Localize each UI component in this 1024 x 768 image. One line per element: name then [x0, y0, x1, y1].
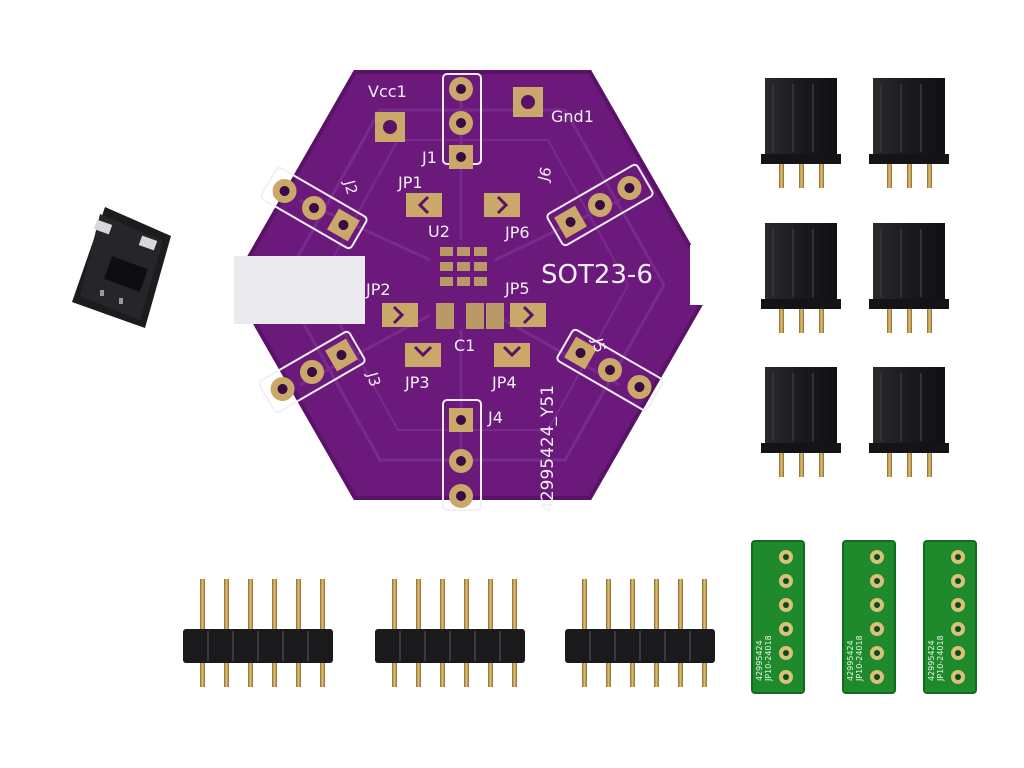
adapter-board-label: JP10-24018 [855, 635, 864, 682]
j1-pads [442, 73, 482, 169]
label-c1: C1 [454, 336, 475, 355]
female-header [761, 367, 841, 477]
jumper-jp3 [405, 343, 441, 367]
female-header [761, 223, 841, 333]
label-jp1: JP1 [397, 173, 423, 192]
label-j1: J1 [421, 148, 437, 167]
label-package: SOT23-6 [541, 260, 653, 290]
male-header-strip [565, 579, 715, 687]
jumper-jp1 [406, 193, 442, 217]
female-headers [761, 78, 949, 477]
label-board-id: 42995424_Y51 [538, 385, 558, 512]
u2-footprint [440, 247, 487, 286]
gnd-pad [513, 87, 543, 117]
label-j3: J3 [363, 369, 384, 388]
c1-footprint [436, 303, 504, 329]
j3-pads [258, 330, 366, 414]
j6-pads [546, 163, 654, 247]
label-jp5: JP5 [504, 279, 530, 298]
label-jp2: JP2 [365, 280, 391, 299]
female-header [761, 78, 841, 188]
label-gnd: Gnd1 [551, 107, 594, 126]
adapter-board-label: 42995424 [846, 640, 855, 681]
male-pin-headers [183, 579, 715, 687]
sot23-breakout-board: Vcc1 Gnd1 J1 JP1 U2 JP6 SOT23-6 JP2 JP5 … [207, 70, 720, 512]
j5-pads [556, 328, 664, 412]
j4-pads [442, 399, 482, 511]
label-sticker [234, 256, 365, 324]
male-header-strip [375, 579, 525, 687]
j2-pads [260, 166, 368, 250]
female-header [869, 367, 949, 477]
label-jp3: JP3 [404, 373, 430, 392]
sot23-chip [72, 207, 171, 328]
jumper-jp4 [494, 343, 530, 367]
adapter-board-label: JP10-24018 [764, 635, 773, 682]
male-header-strip [183, 579, 333, 687]
label-j4: J4 [487, 408, 503, 427]
adapter-board-label: JP10-24018 [936, 635, 945, 682]
label-u2: U2 [428, 222, 450, 241]
label-j2: J2 [340, 177, 361, 196]
adapter-board-label: 42995424 [927, 640, 936, 681]
jumper-jp6 [484, 193, 520, 217]
female-header [869, 223, 949, 333]
label-vcc: Vcc1 [368, 82, 407, 101]
label-jp6: JP6 [504, 223, 530, 242]
label-jp4: JP4 [491, 373, 517, 392]
female-header [869, 78, 949, 188]
jumper-jp5 [510, 303, 546, 327]
label-j6: J6 [534, 165, 555, 184]
adapter-board-label: 42995424 [755, 640, 764, 681]
vcc-pad [375, 112, 405, 142]
jumper-jp2 [382, 303, 418, 327]
label-j5: J5 [588, 335, 609, 354]
